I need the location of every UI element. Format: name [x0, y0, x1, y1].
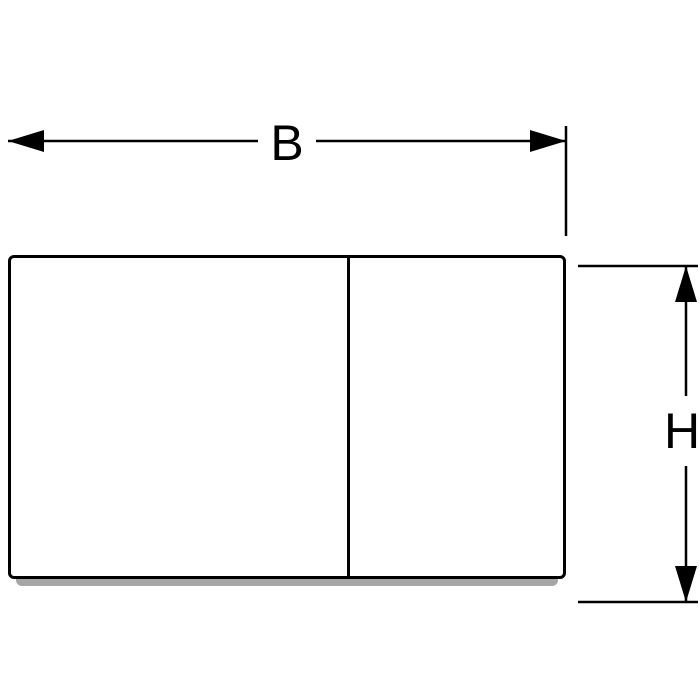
height-arrow-up-icon: [675, 266, 697, 302]
plate-outline: [8, 255, 566, 579]
height-arrow-down-icon: [675, 566, 697, 602]
height-dimension-label: H: [660, 396, 700, 466]
width-dimension-label: B: [258, 114, 316, 172]
width-arrow-left-icon: [8, 130, 44, 152]
plate-divider-line: [347, 258, 350, 576]
width-arrow-right-icon: [530, 130, 566, 152]
